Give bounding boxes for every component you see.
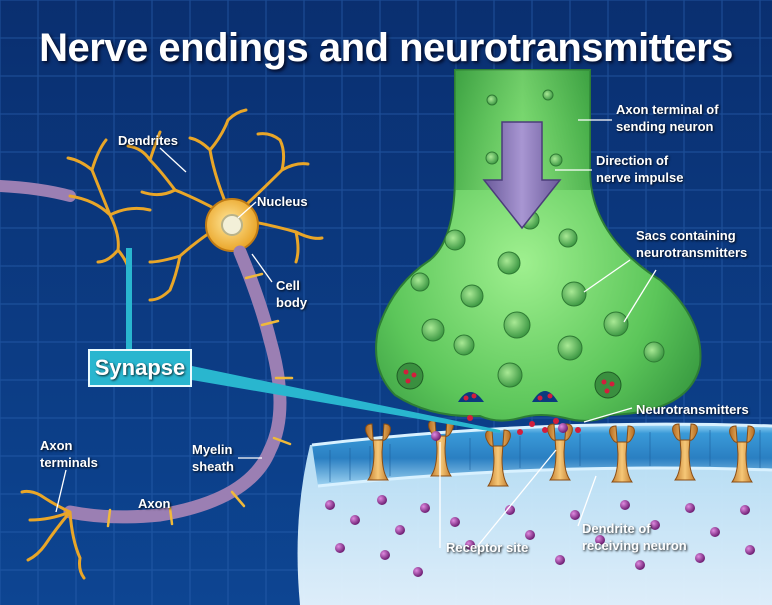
- neuron: [0, 108, 324, 580]
- axon-terminal-sending: [375, 69, 702, 441]
- receptor-proteins: [365, 419, 755, 487]
- label-direction-line1: Direction of: [596, 153, 669, 168]
- label-receptor-site: Receptor site: [446, 540, 529, 555]
- receiving-dendrite: [297, 422, 772, 605]
- label-direction-line2: nerve impulse: [596, 170, 684, 185]
- label-dendrites: Dendrites: [118, 133, 178, 148]
- label-sacs-line2: neurotransmitters: [636, 245, 748, 260]
- label-myelin-line2: sheath: [192, 459, 234, 474]
- synapse-pointer: [126, 248, 500, 433]
- label-cell-body-line1: Cell: [276, 278, 300, 293]
- label-axon-terminals-line1: Axon: [40, 438, 73, 453]
- label-axon-terminal-sending-line1: Axon terminal of: [616, 102, 719, 117]
- label-axon-terminal-sending-line2: sending neuron: [616, 119, 714, 134]
- page-title: Nerve endings and neurotransmitters: [39, 26, 733, 70]
- label-dendrite-receiving-line2: receiving neuron: [582, 538, 687, 553]
- label-cell-body-line2: body: [276, 295, 308, 310]
- label-nucleus: Nucleus: [257, 194, 308, 209]
- label-neurotransmitters: Neurotransmitters: [636, 402, 749, 417]
- label-axon: Axon: [138, 496, 171, 511]
- leader-lines: [55, 119, 657, 549]
- label-synapse: Synapse: [88, 349, 192, 387]
- label-myelin-line1: Myelin: [192, 442, 233, 457]
- label-sacs-line1: Sacs containing: [636, 228, 736, 243]
- label-dendrite-receiving-line1: Dendrite of: [582, 521, 651, 536]
- intracellular-molecules: [325, 495, 755, 577]
- label-axon-terminals-line2: terminals: [40, 455, 98, 470]
